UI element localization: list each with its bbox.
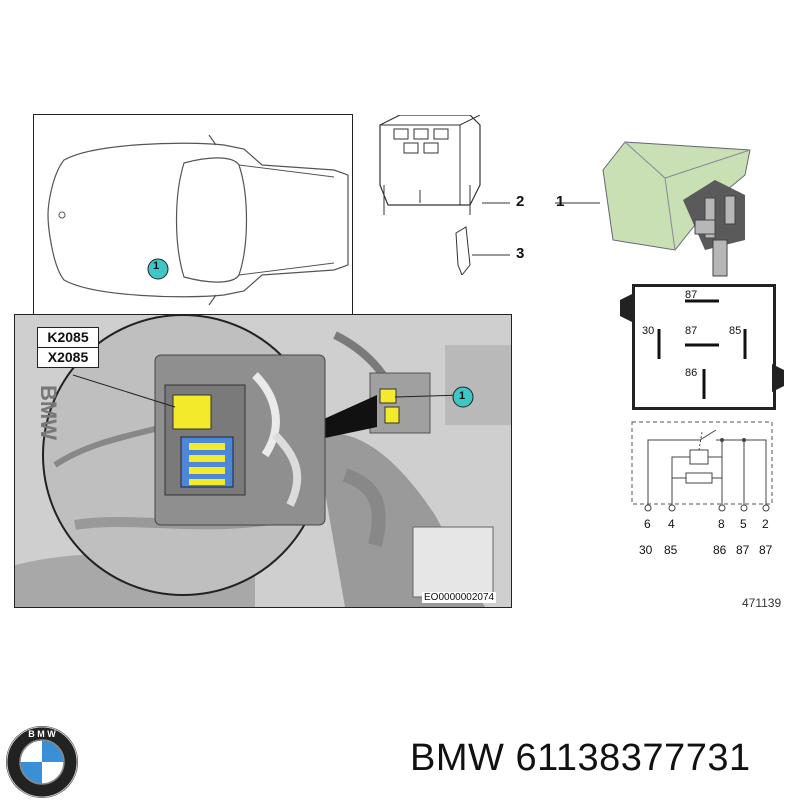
pin-number-8: 8 [718,517,725,531]
terminal-number-85: 85 [664,543,678,557]
callout-relay: 1 [556,193,565,210]
image-code: EO0000002074 [422,592,497,603]
terminal-number-87-a: 87 [736,543,750,557]
terminal-number-86: 86 [713,543,727,557]
footprint-tab-left [620,294,632,322]
relay-label: X2085 [37,347,99,368]
relay-schematic [631,421,773,512]
brand-name: BMW [410,737,505,779]
engine-brand-mark: BMW [36,385,61,440]
pin-label-87-mid: 87 [685,325,698,337]
pin-number-4: 4 [668,517,675,531]
engine-bay-photo: BMW 1 [14,314,512,608]
car-location-panel: 1 [33,114,353,316]
terminal-number-30: 30 [639,543,653,557]
callout-socket: 2 [516,193,525,210]
bmw-roundel-icon: B M W [6,726,78,798]
pin-number-2: 2 [762,517,769,531]
location-marker-number: 1 [153,260,160,272]
car-outline-icon [47,134,349,306]
relay-footprint: 87 30 87 85 86 [632,284,776,410]
photo-marker-number: 1 [459,390,466,402]
pin-label-86: 86 [685,367,698,379]
pin-number-5: 5 [740,517,747,531]
svg-text:B M W: B M W [28,729,56,739]
location-marker [147,258,169,280]
relay-drawing [555,141,751,277]
part-number: 61138377731 [515,737,751,779]
callout-terminal: 3 [516,245,525,262]
pin-number-6: 6 [644,517,651,531]
pin-layout-art [657,299,747,399]
footprint-tab-right [772,364,784,392]
connector-label: K2085 [37,327,99,348]
pin-label-30: 30 [642,325,655,337]
pin-label-87-top: 87 [685,289,698,301]
brand-part-number: BMW 61138377731 [410,737,751,780]
figure-number: 471139 [742,596,782,610]
relay-socket-drawing [379,115,510,275]
pin-label-85: 85 [729,325,742,337]
terminal-number-87-b: 87 [759,543,773,557]
engine-photo-art [15,315,511,607]
